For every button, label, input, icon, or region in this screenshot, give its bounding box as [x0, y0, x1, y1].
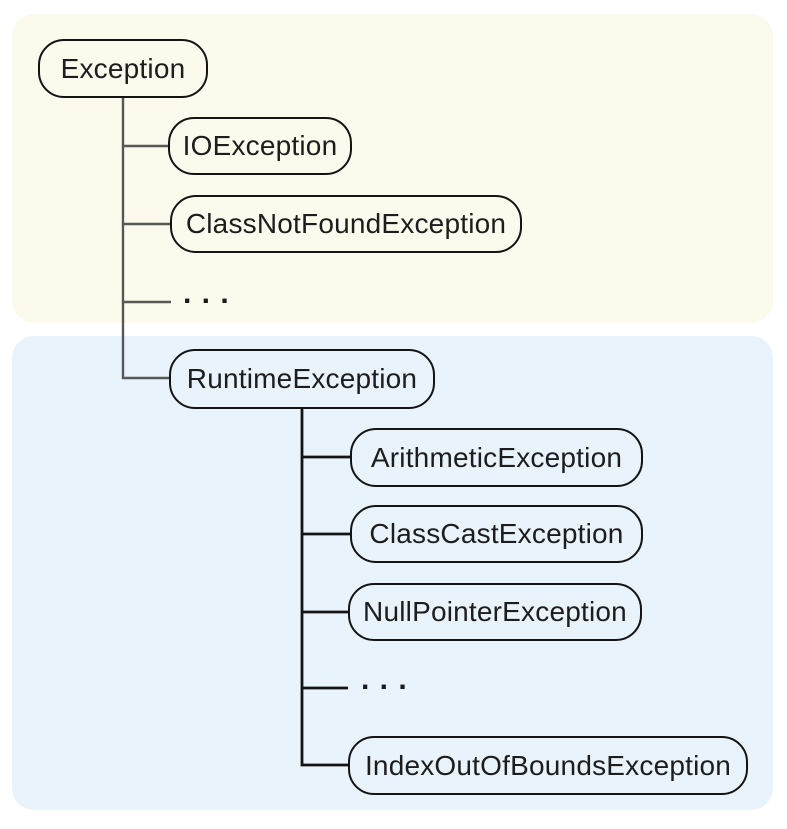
node-class-not-found-exception: ClassNotFoundException — [170, 195, 522, 253]
node-null-pointer-exception: NullPointerException — [348, 583, 642, 641]
ellipsis-more-checked-exceptions: . . . — [183, 277, 230, 310]
checked-exceptions-region — [12, 14, 773, 323]
node-io-exception: IOException — [168, 117, 352, 175]
node-index-out-of-bounds-exception: IndexOutOfBoundsException — [348, 736, 748, 795]
ellipsis-more-runtime-exceptions: . . . — [361, 663, 408, 696]
runtime-exceptions-region — [12, 336, 773, 810]
exception-branch-lines — [121, 98, 171, 380]
runtime-branch-lines — [300, 409, 350, 767]
node-arithmetic-exception: ArithmeticException — [350, 428, 643, 487]
node-runtime-exception: RuntimeException — [169, 349, 435, 409]
node-class-cast-exception: ClassCastException — [350, 505, 643, 563]
node-exception: Exception — [38, 39, 208, 98]
